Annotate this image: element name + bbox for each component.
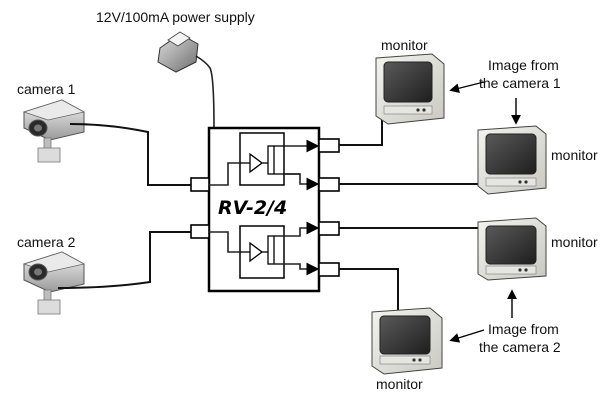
monitor-4-icon — [371, 307, 443, 375]
camera-2-cable — [57, 231, 192, 289]
annotation-camera-2: Image from the camera 2 — [449, 289, 561, 355]
input-connector-2 — [190, 224, 210, 239]
output-connector-4 — [318, 262, 340, 277]
arrow-to-monitor-1 — [449, 81, 485, 94]
amplifier-block-1 — [209, 132, 320, 191]
annotation-2-line1: Image from — [488, 321, 559, 337]
amplifier-block-2 — [209, 221, 320, 279]
camera-1-label: camera 1 — [17, 81, 76, 97]
annotation-2-line2: the camera 2 — [479, 339, 561, 355]
monitor-1-label: monitor — [381, 37, 428, 53]
camera-1-icon — [22, 99, 86, 163]
arrow-to-monitor-4 — [449, 329, 485, 343]
monitor-3-icon — [477, 217, 547, 281]
output-cable-4 — [339, 268, 399, 312]
power-supply-icon — [157, 31, 215, 129]
monitor-4-label: monitor — [376, 376, 423, 392]
output-connector-2 — [318, 177, 340, 192]
power-supply-label: 12V/100mA power supply — [96, 9, 255, 25]
monitor-2-label: monitor — [551, 147, 598, 163]
input-connector-1 — [190, 177, 210, 192]
output-cable-1 — [339, 112, 383, 146]
output-connector-1 — [318, 138, 340, 153]
monitor-1-icon — [375, 53, 445, 125]
annotation-1-line2: the camera 1 — [479, 75, 561, 91]
output-connector-3 — [318, 221, 340, 236]
camera-1-cable — [69, 123, 192, 186]
camera-2-label: camera 2 — [17, 234, 76, 250]
annotation-camera-1: Image from the camera 1 — [449, 57, 561, 125]
camera-2-icon — [22, 251, 86, 315]
device-label: RV-2/4 — [218, 197, 287, 219]
rv-device: RV-2/4 — [190, 126, 340, 293]
annotation-1-line1: Image from — [488, 57, 559, 73]
monitor-3-label: monitor — [551, 234, 598, 250]
monitor-2-icon — [477, 125, 547, 195]
